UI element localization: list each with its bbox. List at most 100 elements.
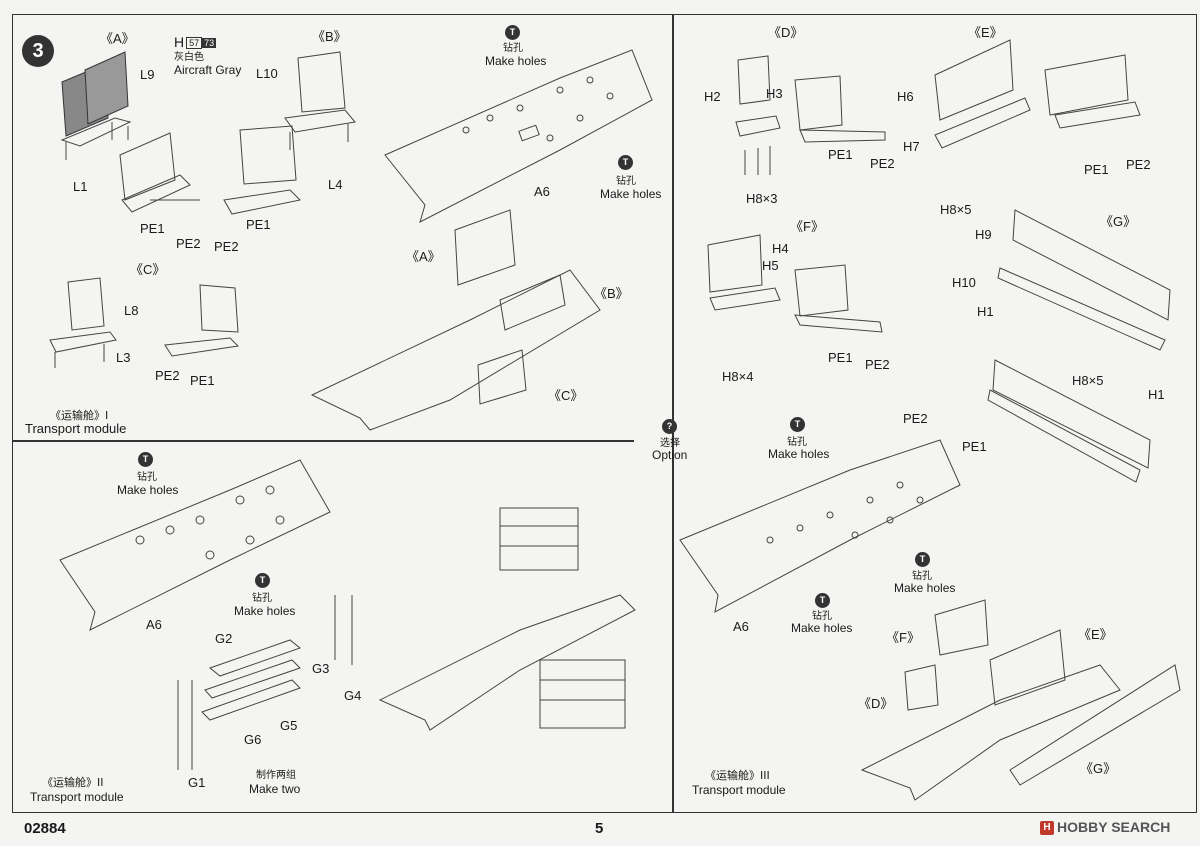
group-g-label: 《G》 xyxy=(1100,214,1137,229)
part-L1: L1 xyxy=(73,179,88,194)
group-d-label: 《D》 xyxy=(768,25,804,40)
watermark-logo-icon: H xyxy=(1040,821,1054,836)
floor-a6-drawing-3 xyxy=(679,439,961,613)
part-H5: H5 xyxy=(762,258,779,273)
part-PE1-b: PE1 xyxy=(246,217,271,232)
group-c-label: 《C》 xyxy=(130,262,166,277)
part-PE1-e: PE1 xyxy=(1084,162,1109,177)
group-f-label: 《F》 xyxy=(790,219,824,234)
drill-icon-3: T xyxy=(138,452,153,467)
make-holes-cn-6: 钻孔 xyxy=(912,571,932,582)
make-two-cn: 制作两组 xyxy=(256,770,296,781)
make-two-en: Make two xyxy=(249,782,301,796)
part-G1: G1 xyxy=(188,775,206,790)
shelf-parts-drawing xyxy=(177,595,353,770)
part-H6: H6 xyxy=(897,89,914,104)
option-icon: ? xyxy=(662,419,677,434)
floor-a6-drawing-1 xyxy=(384,49,653,223)
group-a-label: 《A》 xyxy=(100,31,135,46)
part-G2: G2 xyxy=(215,631,233,646)
part-PE2-b: PE2 xyxy=(214,239,239,254)
panel2-title-en: Transport module xyxy=(30,790,124,804)
make-holes-en-4: Make holes xyxy=(234,604,296,618)
page-number: 5 xyxy=(595,820,604,837)
part-PE2-a: PE2 xyxy=(176,236,201,251)
make-holes-cn-4: 钻孔 xyxy=(252,593,272,604)
part-H9: H9 xyxy=(975,227,992,242)
part-PE2-d: PE2 xyxy=(870,156,895,171)
part-H7: H7 xyxy=(903,139,920,154)
make-holes-en-7: Make holes xyxy=(791,621,853,635)
group-d-ref: 《D》 xyxy=(858,696,894,711)
floor-a6-drawing-2 xyxy=(59,459,331,631)
panel3-title-cn: 《运输舱》III xyxy=(705,769,770,782)
seat-a-drawing xyxy=(60,51,132,160)
page-frame xyxy=(12,14,1197,813)
part-A6-2: A6 xyxy=(146,617,162,632)
drill-icon-4: T xyxy=(255,573,270,588)
paint-cn: 灰白色 xyxy=(174,52,204,63)
group-c-ref: 《C》 xyxy=(548,388,584,403)
part-PE1-a: PE1 xyxy=(140,221,165,236)
product-code: 02884 xyxy=(24,820,66,837)
group-f-ref: 《F》 xyxy=(886,630,920,645)
part-L10: L10 xyxy=(256,66,278,81)
drill-icon-7: T xyxy=(815,593,830,608)
paint-box-73: 73 xyxy=(202,37,217,48)
part-PE2-g: PE2 xyxy=(903,411,928,426)
panel1-title-en: Transport module xyxy=(25,421,127,436)
panel2-title-cn: 《运输舱》II xyxy=(42,776,104,789)
panel1-title-cn: 《运输舱》I xyxy=(50,409,109,422)
part-G6: G6 xyxy=(244,732,262,747)
part-H3: H3 xyxy=(766,86,783,101)
drill-icon-1: T xyxy=(505,25,520,40)
make-holes-cn-7: 钻孔 xyxy=(812,611,832,622)
make-holes-en-5: Make holes xyxy=(768,447,830,461)
part-H1-a: H1 xyxy=(977,304,994,319)
part-L8: L8 xyxy=(124,303,139,318)
part-A6-1: A6 xyxy=(534,184,550,199)
group-b-label: 《B》 xyxy=(312,29,347,44)
part-H8x5-a: H8×5 xyxy=(940,202,972,217)
make-holes-cn-5: 钻孔 xyxy=(787,437,807,448)
paint-code: H xyxy=(174,34,185,50)
seat-pe-drawing-2 xyxy=(223,125,302,215)
floor-assembly-drawing-1 xyxy=(310,209,601,431)
seat-b-drawing xyxy=(284,51,356,150)
option-en: Option xyxy=(652,448,688,462)
group-e-label: 《E》 xyxy=(968,25,1003,40)
part-PE1-f: PE1 xyxy=(828,350,853,365)
paint-en: Aircraft Gray xyxy=(174,63,242,77)
part-H8x4: H8×4 xyxy=(722,369,754,384)
part-G4: G4 xyxy=(344,688,362,703)
part-PE1-c: PE1 xyxy=(190,373,215,388)
group-g-ref: 《G》 xyxy=(1080,761,1117,776)
make-holes-cn-1: 钻孔 xyxy=(503,43,523,54)
seat-g-drawing xyxy=(987,209,1171,483)
part-L4: L4 xyxy=(328,177,343,192)
drill-icon-2: T xyxy=(618,155,633,170)
panel3-title-en: Transport module xyxy=(692,783,786,797)
option-cn: 选择 xyxy=(660,438,680,449)
part-H4: H4 xyxy=(772,241,789,256)
part-H1-b: H1 xyxy=(1148,387,1165,402)
seat-c-drawing xyxy=(49,277,240,368)
part-G5: G5 xyxy=(280,718,298,733)
seat-pe-drawing-1 xyxy=(119,132,200,213)
part-H2: H2 xyxy=(704,89,721,104)
make-holes-en-3: Make holes xyxy=(117,483,179,497)
floor-assembly-drawing-2 xyxy=(378,507,636,731)
seat-e-drawing xyxy=(934,39,1141,149)
part-L3: L3 xyxy=(116,350,131,365)
part-A6-3: A6 xyxy=(733,619,749,634)
group-a-ref: 《A》 xyxy=(406,249,441,264)
floor-assembly-drawing-3 xyxy=(860,599,1181,801)
group-b-ref: 《B》 xyxy=(594,286,629,301)
horizontal-divider xyxy=(12,440,634,442)
seat-f-drawing xyxy=(707,234,883,333)
make-holes-en-2: Make holes xyxy=(600,187,662,201)
